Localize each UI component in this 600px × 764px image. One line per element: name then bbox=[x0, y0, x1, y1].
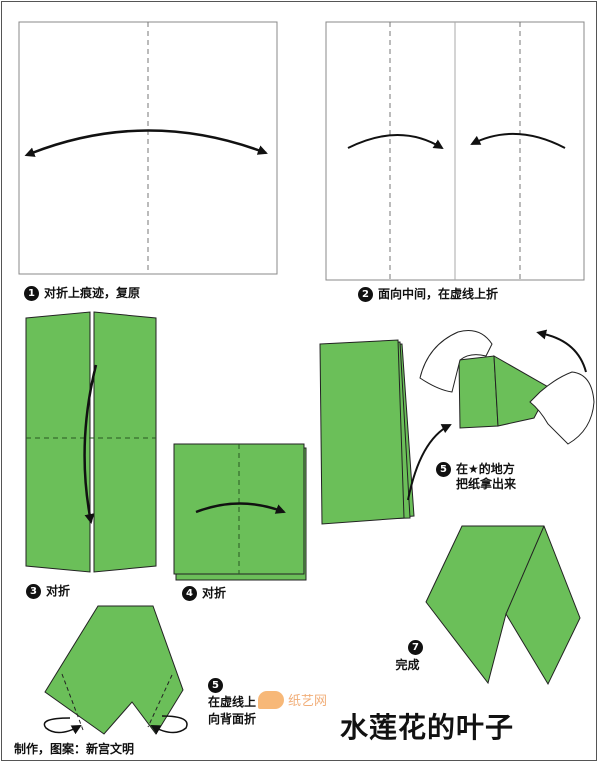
step7-number: 7 bbox=[408, 640, 423, 655]
step2-right-arrow bbox=[470, 132, 566, 149]
finished-leaf-center-line bbox=[505, 525, 545, 615]
step4-fold-arrow bbox=[195, 502, 286, 514]
left-hand-outline bbox=[419, 330, 493, 393]
watermark-logo-icon bbox=[258, 690, 284, 709]
step3-text: 对折 bbox=[46, 584, 71, 598]
step4-illustration bbox=[173, 443, 307, 581]
step1-double-arrow bbox=[24, 129, 268, 157]
step5-upper-caption: 5 在★的地方 把纸拿出来 bbox=[436, 462, 516, 492]
finished-leaf bbox=[425, 525, 581, 686]
right-hand-outline bbox=[529, 371, 595, 445]
step5-held-right-paper bbox=[493, 355, 551, 427]
step5-stack-front bbox=[319, 339, 405, 525]
step5-held-left-paper bbox=[458, 355, 499, 429]
step5-lower-text-line2: 向背面折 bbox=[208, 712, 257, 726]
step3-caption: 3 对折 bbox=[26, 584, 70, 599]
page-title: 水莲花的叶子 bbox=[340, 711, 515, 744]
step2-text: 面向中间，在虚线上折 bbox=[378, 287, 499, 301]
step1-number: 1 bbox=[24, 286, 39, 301]
step7-text: 完成 bbox=[395, 658, 420, 672]
step5-upper-number: 5 bbox=[436, 462, 451, 477]
step3-right-panel bbox=[93, 311, 157, 573]
step1-caption: 1 对折上痕迹，复原 bbox=[24, 286, 140, 301]
step4-number: 4 bbox=[182, 586, 197, 601]
step3-illustration bbox=[25, 311, 157, 573]
step5-left-back-arrow bbox=[43, 717, 82, 735]
step2-illustration bbox=[325, 21, 585, 281]
step7-illustration bbox=[425, 525, 581, 686]
step2-number: 2 bbox=[358, 287, 373, 302]
step4-caption: 4 对折 bbox=[182, 586, 226, 601]
step5-lower-number: 5 bbox=[208, 678, 223, 693]
step5-left-dashed-fold bbox=[61, 673, 84, 731]
step5-upper-text-line1: 在★的地方 bbox=[456, 462, 515, 476]
step7-caption: 7 完成 bbox=[392, 640, 423, 673]
step3-left-panel bbox=[25, 311, 91, 573]
step3-number: 3 bbox=[26, 584, 41, 599]
step5-right-dashed-fold bbox=[147, 674, 173, 728]
step4-text: 对折 bbox=[202, 586, 227, 600]
step5-leaf-shape bbox=[44, 605, 184, 735]
step1-illustration bbox=[18, 21, 278, 275]
step5-upper-illustration bbox=[319, 329, 595, 525]
watermark: 纸艺网 bbox=[258, 690, 327, 709]
step5-lower-caption: 5 在虚线上 向背面折 bbox=[208, 678, 256, 727]
step5-pull-arrow bbox=[407, 424, 452, 501]
step5-lower-illustration bbox=[43, 605, 188, 735]
step5-upper-text-line2: 把纸拿出来 bbox=[456, 477, 517, 491]
step2-left-arrow bbox=[347, 134, 444, 150]
step5-rotate-arrow bbox=[536, 329, 587, 373]
step3-fold-arrow bbox=[83, 364, 98, 524]
step5-lower-text-line1: 在虚线上 bbox=[208, 695, 257, 709]
step2-caption: 2 面向中间，在虚线上折 bbox=[358, 287, 498, 302]
step5-right-back-arrow bbox=[150, 715, 188, 735]
watermark-text: 纸艺网 bbox=[288, 694, 328, 709]
step1-text: 对折上痕迹，复原 bbox=[44, 286, 141, 300]
credit-line: 制作，图案：新宫文明 bbox=[14, 742, 135, 756]
